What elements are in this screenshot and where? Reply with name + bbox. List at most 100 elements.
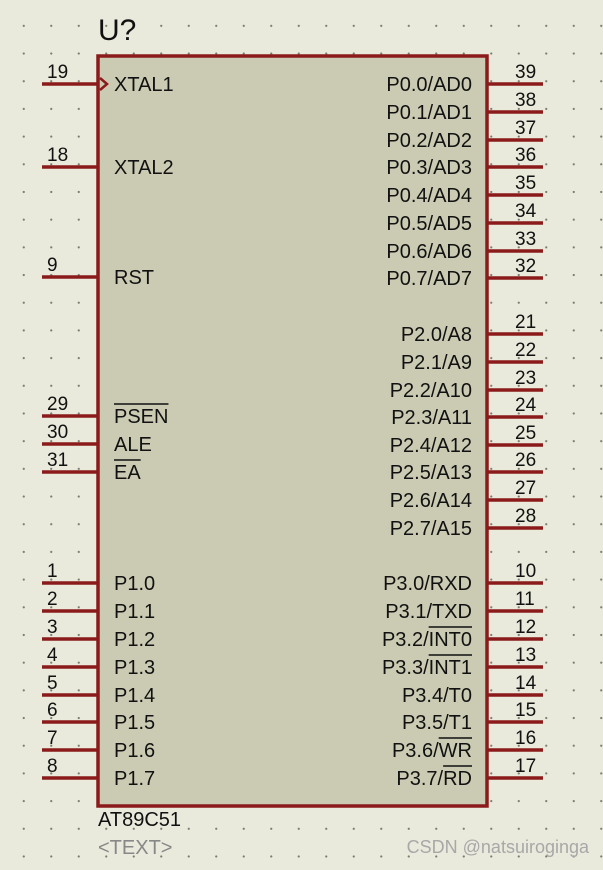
pin-name: P3.5/T1	[402, 712, 472, 734]
pin-number: 21	[515, 312, 536, 333]
pin-name: P1.6	[114, 740, 155, 762]
ic-body[interactable]	[96, 54, 489, 808]
pin-name: P0.3/AD3	[386, 157, 472, 179]
pin-number: 13	[515, 645, 536, 666]
pin-name: P0.5/AD5	[386, 213, 472, 235]
pin-number: 9	[47, 255, 58, 276]
pin-number: 36	[515, 145, 536, 166]
pin-name: RST	[114, 267, 154, 289]
pin-number: 35	[515, 173, 536, 194]
pin-number: 14	[515, 673, 537, 694]
pin-3[interactable]: 3P1.2	[42, 617, 155, 651]
pin-number: 30	[47, 422, 68, 443]
pin-name: P3.7/RD	[396, 768, 472, 790]
pin-7[interactable]: 7P1.6	[42, 728, 155, 762]
pin-4[interactable]: 4P1.3	[42, 645, 155, 679]
watermark: CSDN @natsuiroginga	[406, 837, 589, 857]
pin-number: 11	[515, 589, 535, 610]
pin-name: P1.7	[114, 768, 155, 790]
pin-number: 16	[515, 728, 536, 749]
pin-number: 24	[515, 395, 537, 416]
pin-2[interactable]: 2P1.1	[42, 589, 155, 623]
pin-name: P0.6/AD6	[386, 241, 472, 263]
pin-name: P1.1	[114, 601, 155, 623]
pin-number: 5	[47, 673, 58, 694]
clock-marker-icon	[99, 77, 109, 91]
text-placeholder-label[interactable]: <TEXT>	[98, 837, 173, 859]
pin-8[interactable]: 8P1.7	[42, 756, 155, 790]
pin-number: 6	[47, 700, 58, 721]
pin-name: XTAL1	[114, 74, 174, 96]
pin-number: 29	[47, 394, 68, 415]
pin-name: P0.0/AD0	[386, 74, 472, 96]
pin-number: 28	[515, 506, 536, 527]
pin-number: 31	[47, 450, 68, 471]
pin-number: 38	[515, 90, 536, 111]
pin-number: 12	[515, 617, 536, 638]
pin-name: P2.0/A8	[401, 324, 472, 346]
pin-name: P3.2/INT0	[382, 629, 472, 651]
pin-6[interactable]: 6P1.5	[42, 700, 155, 734]
pin-number: 27	[515, 478, 536, 499]
pin-1[interactable]: 1P1.0	[42, 561, 155, 595]
pin-name: P1.4	[114, 685, 155, 707]
pin-name: P2.5/A13	[390, 462, 472, 484]
pin-name: P2.1/A9	[401, 352, 472, 374]
pin-name: EA	[114, 462, 141, 484]
pin-name: P1.2	[114, 629, 155, 651]
pin-number: 26	[515, 450, 536, 471]
pin-number: 1	[47, 561, 58, 582]
pin-number: 23	[515, 368, 536, 389]
pin-number: 19	[47, 62, 68, 83]
part-name-label[interactable]: AT89C51	[98, 809, 182, 831]
pin-name: P1.5	[114, 712, 155, 734]
pin-number: 2	[47, 589, 58, 610]
pin-number: 17	[515, 756, 536, 777]
pin-name: P2.7/A15	[390, 518, 472, 540]
pin-name: P3.3/INT1	[382, 657, 472, 679]
pin-number: 8	[47, 756, 58, 777]
pin-number: 37	[515, 118, 536, 139]
pin-name: P1.3	[114, 657, 155, 679]
pin-name: P1.0	[114, 573, 155, 595]
pin-name: PSEN	[114, 406, 168, 428]
pin-name: P3.4/T0	[402, 685, 472, 707]
pin-5[interactable]: 5P1.4	[42, 673, 155, 707]
pin-name: P0.1/AD1	[386, 102, 472, 124]
reference-designator[interactable]: U?	[98, 14, 137, 47]
pin-name: ALE	[114, 434, 152, 456]
pin-number: 15	[515, 700, 536, 721]
